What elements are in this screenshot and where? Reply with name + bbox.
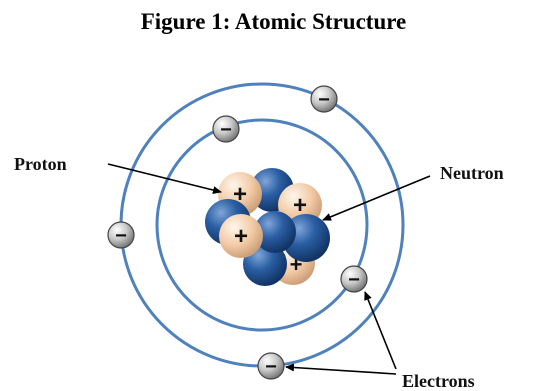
electron: − <box>257 352 285 380</box>
proton-label: Proton <box>14 154 67 174</box>
svg-text:+: + <box>234 223 248 250</box>
svg-text:−: − <box>348 269 360 291</box>
electron: − <box>107 221 135 249</box>
electrons-label: Electrons <box>402 371 475 391</box>
neutron-label: Neutron <box>440 163 504 183</box>
electron: − <box>310 85 338 113</box>
inner-orbit <box>155 118 369 332</box>
svg-text:−: − <box>265 356 277 378</box>
electron: − <box>212 115 240 143</box>
electrons-arrow-lower <box>285 363 397 375</box>
svg-text:−: − <box>220 119 232 141</box>
nucleus: + + + + <box>205 168 330 286</box>
figure-title: Figure 1: Atomic Structure <box>140 9 407 34</box>
svg-text:−: − <box>318 89 330 111</box>
electrons-arrow-upper <box>364 291 397 370</box>
neutron-arrow <box>322 175 431 221</box>
proton-arrow <box>107 163 222 194</box>
svg-text:−: − <box>115 225 127 247</box>
proton: + <box>219 214 263 258</box>
electron: − <box>340 265 368 293</box>
svg-text:+: + <box>293 192 307 219</box>
neutron <box>254 211 296 253</box>
